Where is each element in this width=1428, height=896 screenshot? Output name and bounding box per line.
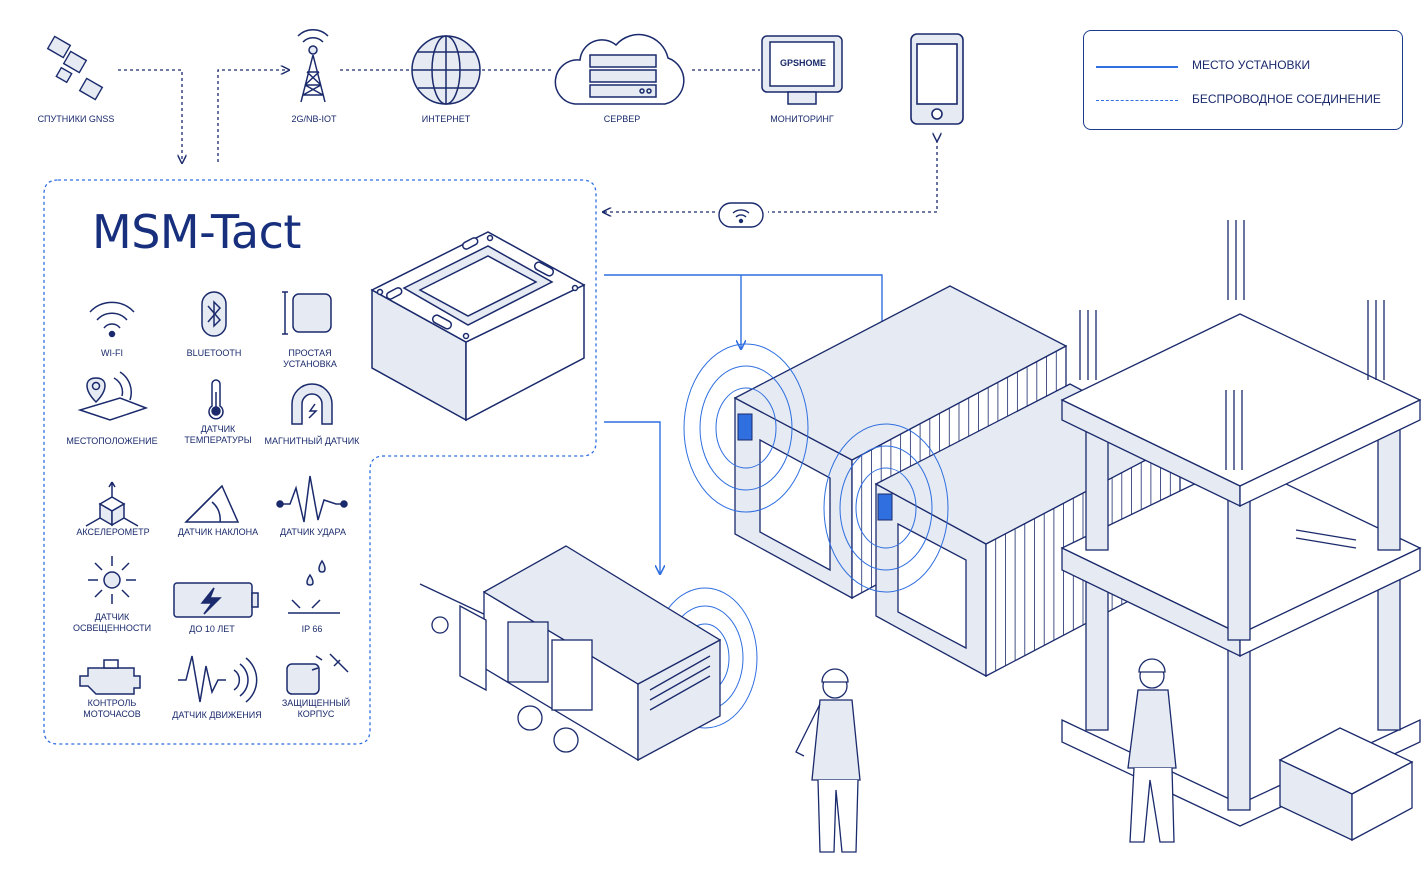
feature-label: ДАТЧИК ТЕМПЕРАТУРЫ	[184, 424, 252, 445]
worker-left	[795, 668, 861, 853]
feature-label: ДО 10 ЛЕТ	[189, 624, 235, 634]
server-cloud-icon	[554, 33, 685, 105]
protected-case-icon	[286, 653, 349, 695]
tower-label: 2G/NB-IOT	[291, 114, 337, 124]
legend-installation-label: МЕСТО УСТАНОВКИ	[1192, 58, 1311, 72]
building-frame	[1060, 220, 1422, 842]
monitor-icon	[761, 35, 843, 105]
generator-trailer	[419, 545, 722, 762]
legend-wireless: БЕСПРОВОДНОЕ СОЕДИНЕНИЕ	[1096, 89, 1396, 109]
monitoring-label: МОНИТОРИНГ	[770, 114, 834, 124]
solid-line-swatch	[1096, 66, 1178, 68]
wifi-icon	[89, 301, 135, 338]
feature-label: ЗАЩИЩЕННЫЙ КОРПУС	[281, 698, 351, 719]
feature-label: ПРОСТАЯ УСТАНОВКА	[283, 348, 337, 369]
wifi-badge-icon	[718, 202, 764, 228]
shock-icon	[276, 475, 348, 523]
feature-label: МАГНИТНЫЙ ДАТЧИК	[264, 436, 360, 446]
satellite-icon	[46, 35, 104, 101]
msm-tact-device	[370, 231, 586, 422]
easy-install-icon	[282, 291, 332, 335]
location-icon	[77, 371, 149, 421]
legend-installation: МЕСТО УСТАНОВКИ	[1096, 55, 1396, 75]
monitor-screen-text: GPSHOME	[779, 58, 826, 68]
feature-label: BLUETOOTH	[186, 348, 242, 358]
battery-icon	[173, 582, 259, 618]
top-chain-links	[118, 70, 937, 212]
globe-icon	[411, 35, 481, 105]
feature-label: ДАТЧИК ДВИЖЕНИЯ	[172, 710, 262, 720]
feature-label: ДАТЧИК УДАРА	[280, 527, 346, 537]
engine-icon	[79, 659, 141, 695]
legend-wireless-label: БЕСПРОВОДНОЕ СОЕДИНЕНИЕ	[1192, 92, 1381, 106]
smartphone-icon	[910, 33, 964, 125]
bluetooth-icon	[201, 291, 227, 337]
internet-label: ИНТЕРНЕТ	[421, 114, 471, 124]
feature-label: IP 66	[301, 624, 323, 634]
motion-icon	[178, 655, 258, 703]
device-panel-border	[43, 179, 597, 745]
feature-label: WI-FI	[101, 348, 123, 358]
legend-box: МЕСТО УСТАНОВКИ БЕСПРОВОДНОЕ СОЕДИНЕНИЕ	[1083, 30, 1403, 130]
product-title: MSM-Tact	[92, 205, 301, 259]
waterproof-icon	[288, 559, 340, 614]
feature-label: ДАТЧИК НАКЛОНА	[177, 527, 259, 537]
feature-label: КОНТРОЛЬ МОТОЧАСОВ	[83, 698, 141, 719]
feature-label: ДАТЧИК ОСВЕЩЕННОСТИ	[72, 612, 152, 633]
feature-label: АКСЕЛЕРОМЕТР	[76, 527, 150, 537]
cell-tower-icon	[297, 29, 329, 103]
server-label: СЕРВЕР	[603, 114, 641, 124]
sun-icon	[88, 556, 136, 604]
tilt-icon	[184, 484, 240, 523]
dashed-line-swatch	[1096, 100, 1178, 101]
magnet-icon	[291, 383, 333, 425]
thermometer-icon	[208, 379, 224, 420]
feature-label: МЕСТОПОЛОЖЕНИЕ	[66, 436, 158, 446]
satellites-label: СПУТНИКИ GNSS	[37, 114, 115, 124]
accelerometer-icon	[85, 481, 139, 527]
worker-right	[1127, 658, 1177, 843]
